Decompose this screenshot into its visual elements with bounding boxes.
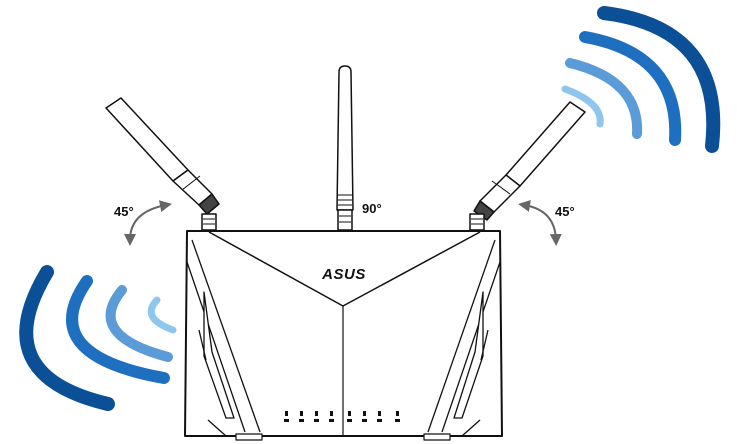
asus-logo: ASUS <box>321 266 366 283</box>
antenna-left <box>105 97 220 231</box>
svg-text:ASUS: ASUS <box>321 266 366 283</box>
wifi-wave-icon <box>147 296 177 334</box>
router-foot-right <box>423 433 451 441</box>
rotate-arrow-icon <box>518 200 562 246</box>
angle-label-right: 45° <box>555 204 575 219</box>
wifi-waves-left <box>19 265 177 411</box>
led-indicator-icon <box>347 411 352 422</box>
router-body <box>184 230 503 441</box>
wifi-wave-icon <box>19 265 115 411</box>
led-indicator-icon <box>362 411 367 422</box>
led-indicator-icon <box>299 411 304 422</box>
led-indicator-icon <box>377 411 382 422</box>
angle-label-center: 90° <box>362 201 382 216</box>
antenna-center <box>336 65 354 231</box>
router-foot-left <box>235 433 263 441</box>
led-indicator-icon <box>314 411 319 422</box>
antenna-right <box>469 101 586 231</box>
wifi-wave-icon <box>561 85 604 128</box>
rotate-arrow-icon <box>124 200 172 246</box>
wifi-waves-right <box>561 6 721 153</box>
led-indicator-icon <box>329 411 334 422</box>
router-right-fin <box>427 239 501 437</box>
led-indicator-icon <box>284 411 289 422</box>
router-left-fin <box>186 239 261 437</box>
wifi-wave-icon <box>597 6 721 153</box>
angle-label-left: 45° <box>114 204 134 219</box>
wifi-wave-icon <box>105 285 173 362</box>
wifi-wave-icon <box>66 275 170 384</box>
wifi-wave-icon <box>565 58 643 139</box>
wifi-wave-icon <box>579 31 682 146</box>
led-indicator-row <box>284 411 400 422</box>
led-indicator-icon <box>395 411 400 422</box>
